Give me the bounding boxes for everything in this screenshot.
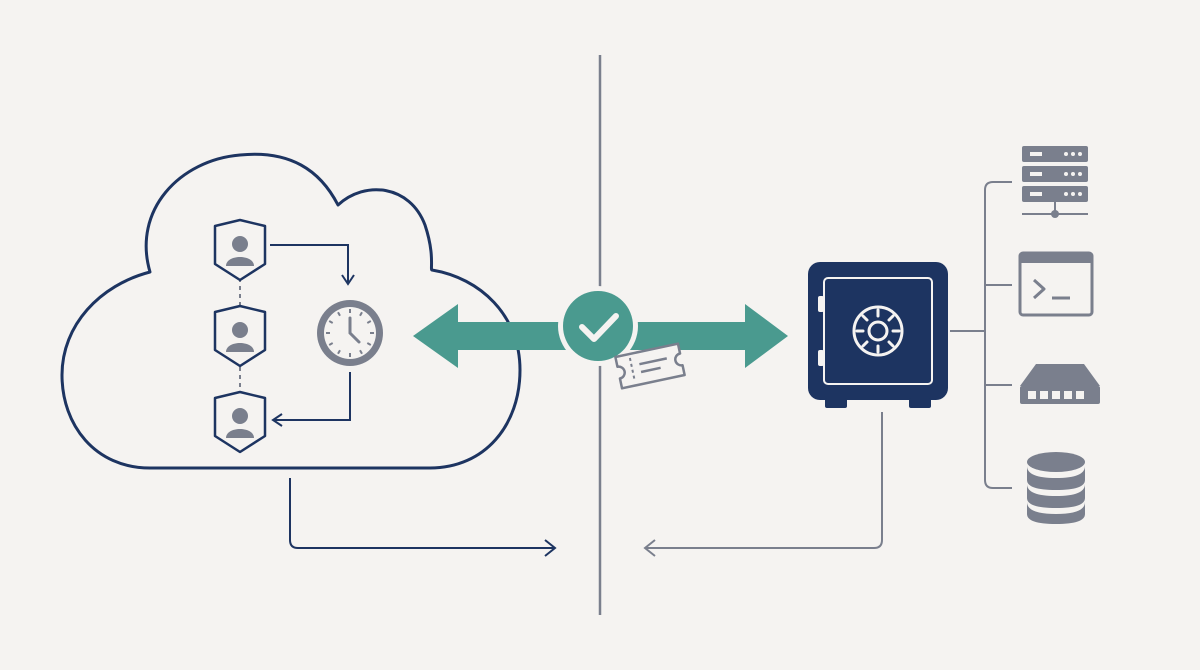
server-rack-icon [1022,146,1088,218]
user-shield-icon [213,390,267,454]
user-to-clock-connector [270,244,349,282]
clock-icon [317,300,383,366]
safe-vault-icon [808,262,948,408]
arrow-head-icon [271,413,283,427]
database-icon [1027,452,1085,524]
ticket-icon [614,342,686,390]
user-shield-icon [213,218,267,282]
arrow-head-icon [341,274,355,286]
terminal-window-icon [1018,251,1094,317]
checkmark-icon [558,286,638,366]
resource-bracket [950,181,1012,489]
network-switch-icon [1020,364,1100,404]
clock-to-user-connector [275,372,351,421]
return-flow-line [645,412,883,549]
arrow-head-icon [643,539,656,557]
user-shield-icon [213,304,267,368]
arrow-head-icon [544,539,557,557]
outbound-flow-line [289,478,555,549]
